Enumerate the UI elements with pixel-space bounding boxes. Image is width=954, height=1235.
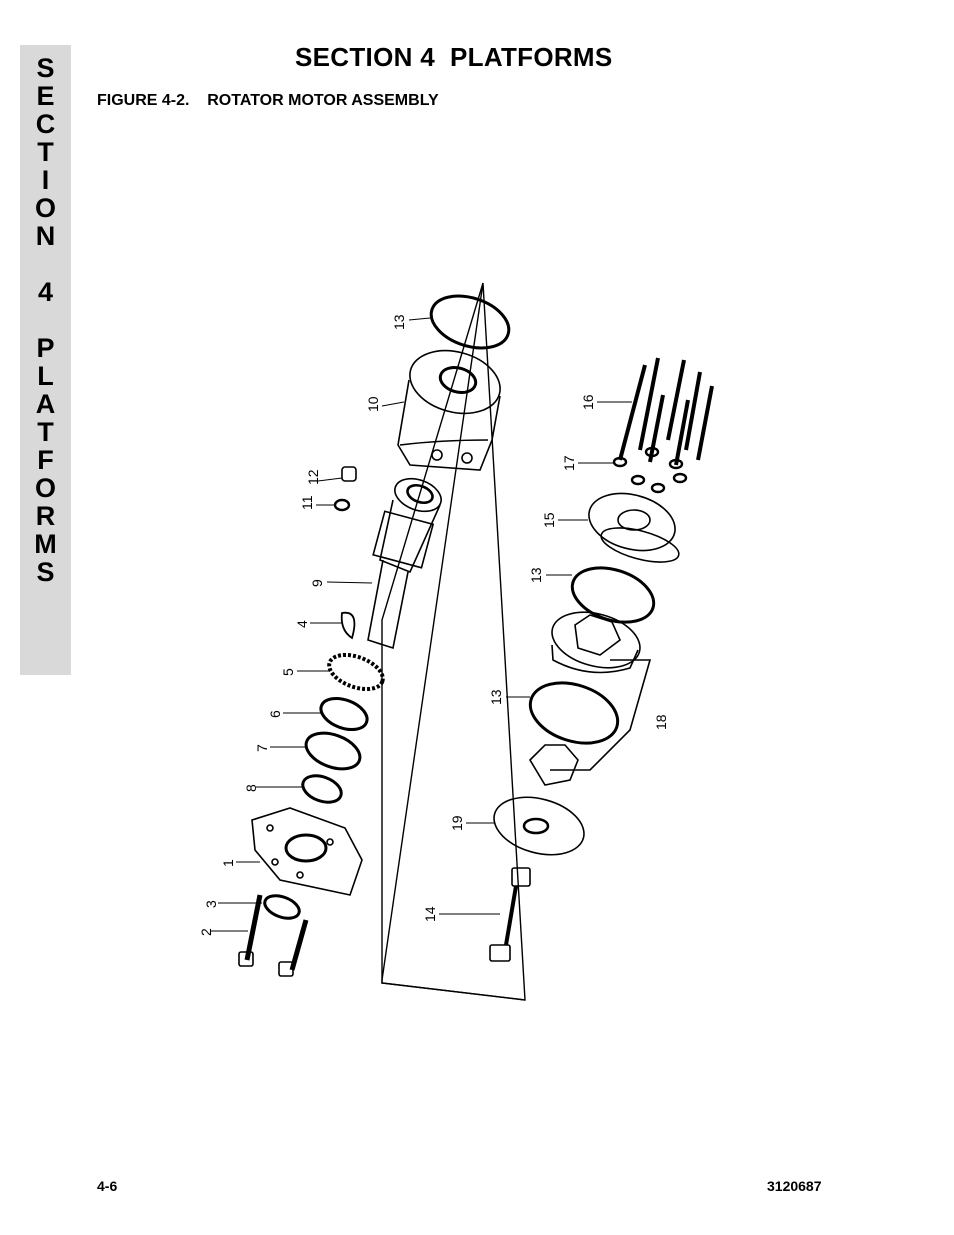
- washers-17: [612, 446, 688, 494]
- wear-plate-19: [493, 796, 585, 856]
- side-tab-letter: T: [37, 137, 54, 167]
- bolt-2: [238, 894, 263, 967]
- callout-13-middle: 13: [528, 567, 544, 583]
- side-tab-letter: M: [34, 529, 57, 559]
- side-tab-letter: 4: [37, 277, 54, 307]
- o-ring-13-lower: [528, 681, 620, 745]
- washer-6: [319, 696, 369, 732]
- callout-5: 5: [280, 668, 296, 676]
- flange-1: [251, 807, 363, 896]
- side-tab-letter: F: [37, 445, 54, 475]
- gerotor-18: [528, 611, 641, 786]
- side-tab-letter: I: [41, 165, 50, 195]
- document-number: 3120687: [767, 1178, 822, 1194]
- o-ring-13-middle: [570, 566, 656, 624]
- callout-7: 7: [254, 744, 270, 752]
- side-tab-letter: O: [34, 473, 56, 503]
- callout-19: 19: [449, 815, 465, 831]
- side-tab-letter: L: [37, 361, 54, 391]
- callout-4: 4: [294, 620, 310, 628]
- o-ring-13-top: [429, 294, 511, 350]
- side-tab-letter: C: [35, 109, 56, 139]
- page-number: 4-6: [97, 1178, 118, 1194]
- side-tab-letter: O: [34, 193, 56, 223]
- exploded-parts-diagram: 13 10 12 11 9 4 5 6 7 8 1 3 2 16 17 15 1…: [198, 282, 714, 1001]
- shaft-9: [367, 477, 442, 650]
- callout-2: 2: [198, 928, 214, 936]
- seal-8: [301, 774, 343, 804]
- callout-8: 8: [243, 784, 259, 792]
- bolt-2-second: [278, 919, 309, 977]
- callout-10: 10: [365, 396, 381, 412]
- side-tab-letter: N: [35, 221, 56, 251]
- callout-6: 6: [267, 710, 283, 718]
- callout-13-top: 13: [391, 314, 407, 330]
- callout-11: 11: [299, 495, 315, 510]
- section-side-tab: S E C T I O N 4 P L A T F O R M S: [20, 45, 71, 675]
- end-cap-15: [588, 492, 680, 563]
- drive-shaft-14: [489, 867, 531, 962]
- callout-9: 9: [309, 579, 325, 587]
- side-tab-letter: R: [35, 501, 56, 531]
- side-tab-letter: T: [37, 417, 54, 447]
- bearing-5: [327, 652, 385, 692]
- figure-caption: FIGURE 4-2. ROTATOR MOTOR ASSEMBLY: [97, 92, 439, 109]
- bracket-18: [550, 659, 652, 771]
- side-tab-letter: S: [36, 53, 55, 83]
- callout-17: 17: [561, 455, 577, 471]
- callout-18: 18: [653, 714, 669, 730]
- o-ring-7: [304, 731, 362, 771]
- cap-bolts-16: [618, 357, 714, 466]
- washer-11: [333, 498, 351, 512]
- callout-12: 12: [305, 469, 321, 485]
- seal-3: [263, 894, 301, 920]
- plug-12: [341, 466, 357, 482]
- callout-16: 16: [580, 394, 596, 410]
- callout-15: 15: [541, 512, 557, 528]
- housing-10: [397, 349, 501, 471]
- side-tab-letter: E: [36, 81, 55, 111]
- side-tab-letter: P: [36, 333, 55, 363]
- callout-13-lower: 13: [488, 689, 504, 705]
- side-tab-letter: A: [35, 389, 56, 419]
- page-title: SECTION 4 PLATFORMS: [295, 42, 613, 72]
- callout-14: 14: [422, 906, 438, 922]
- key-4: [340, 611, 356, 640]
- callout-1: 1: [220, 859, 236, 867]
- leader-lines: [211, 317, 632, 932]
- callout-3: 3: [203, 900, 219, 908]
- side-tab-letter: S: [36, 557, 55, 587]
